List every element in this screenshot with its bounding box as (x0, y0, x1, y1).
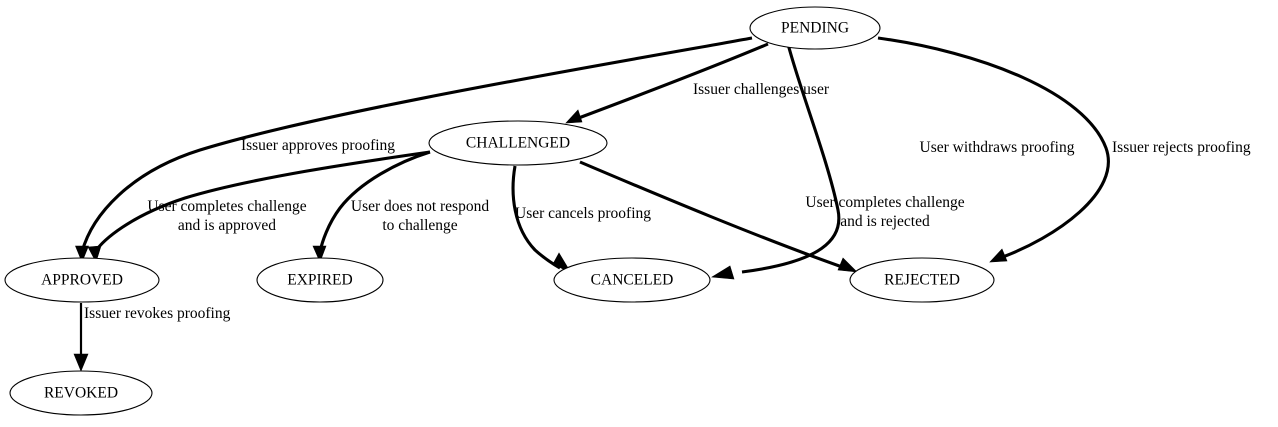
node-approved-ellipse[interactable] (4, 257, 160, 303)
edge-pending-challenged-path (575, 42, 769, 121)
edge-label-challenged-approved-line2: and is approved (178, 217, 276, 234)
node-revoked-ellipse[interactable] (9, 370, 153, 416)
edge-challenged-rejected: User completes challenge and is rejected (579, 160, 965, 273)
node-revoked-label: REVOKED (44, 385, 118, 402)
node-rejected-label: REJECTED (884, 272, 960, 289)
node-expired-ellipse[interactable] (256, 257, 384, 303)
edge-challenged-approved: User completes challenge and is approved (87, 150, 431, 263)
edge-pending-canceled-arrowhead (711, 265, 735, 280)
node-pending[interactable]: PENDING (749, 6, 881, 50)
edge-pending-challenged-arrowhead (565, 109, 583, 124)
node-approved[interactable]: APPROVED (4, 257, 160, 303)
edge-challenged-approved-path (93, 150, 431, 253)
edge-label-pending-challenged: Issuer challenges user (693, 81, 830, 98)
edge-label-challenged-rejected-line1: User completes challenge (805, 194, 964, 211)
edge-label-pending-rejected: Issuer rejects proofing (1112, 139, 1251, 156)
edge-pending-approved-arrowhead (75, 245, 89, 263)
node-revoked[interactable]: REVOKED (9, 370, 153, 416)
node-pending-label: PENDING (781, 20, 849, 37)
node-challenged-ellipse[interactable] (428, 120, 608, 166)
edge-label-challenged-approved-line1: User completes challenge (147, 198, 306, 215)
edge-label-challenged-expired-line2: to challenge (382, 217, 457, 234)
node-expired-label: EXPIRED (287, 272, 352, 289)
edge-label-pending-approved: Issuer approves proofing (241, 137, 395, 154)
edge-pending-challenged: Issuer challenges user (565, 42, 830, 124)
edge-pending-rejected-path (877, 36, 1110, 260)
edge-pending-rejected-arrowhead (989, 248, 1008, 263)
edge-approved-revoked-arrowhead (73, 353, 89, 372)
node-challenged-label: CHALLENGED (466, 135, 570, 152)
edge-challenged-expired-arrowhead (312, 245, 327, 263)
edge-label-approved-revoked: Issuer revokes proofing (84, 305, 231, 322)
node-canceled[interactable]: CANCELED (553, 257, 711, 303)
edge-pending-approved: Issuer approves proofing (75, 36, 753, 263)
edge-label-challenged-expired-line1: User does not respond (351, 198, 489, 215)
edge-label-pending-canceled: User withdraws proofing (920, 139, 1075, 156)
edge-challenged-expired: User does not respond to challenge (312, 150, 489, 263)
node-challenged[interactable]: CHALLENGED (428, 120, 608, 166)
node-pending-ellipse[interactable] (749, 6, 881, 50)
edge-challenged-expired-path (318, 150, 431, 253)
edge-challenged-rejected-path (579, 160, 846, 270)
edge-approved-revoked: Issuer revokes proofing (73, 303, 231, 372)
node-expired[interactable]: EXPIRED (256, 257, 384, 303)
edge-pending-canceled: User withdraws proofing (711, 43, 1075, 280)
edge-pending-canceled-path (741, 43, 841, 274)
edge-challenged-canceled-path (511, 165, 561, 270)
node-approved-label: APPROVED (41, 272, 123, 289)
edge-label-challenged-canceled: User cancels proofing (515, 205, 651, 222)
node-canceled-ellipse[interactable] (553, 257, 711, 303)
edge-pending-approved-path (80, 36, 753, 253)
node-rejected-ellipse[interactable] (849, 257, 995, 303)
node-canceled-label: CANCELED (591, 272, 674, 289)
edge-challenged-approved-arrowhead (87, 245, 102, 263)
edge-challenged-canceled: User cancels proofing (511, 165, 651, 274)
node-rejected[interactable]: REJECTED (849, 257, 995, 303)
edge-challenged-rejected-arrowhead (837, 257, 858, 273)
edge-label-challenged-rejected-line2: and is rejected (840, 213, 930, 230)
edge-pending-rejected: Issuer rejects proofing (877, 36, 1251, 263)
